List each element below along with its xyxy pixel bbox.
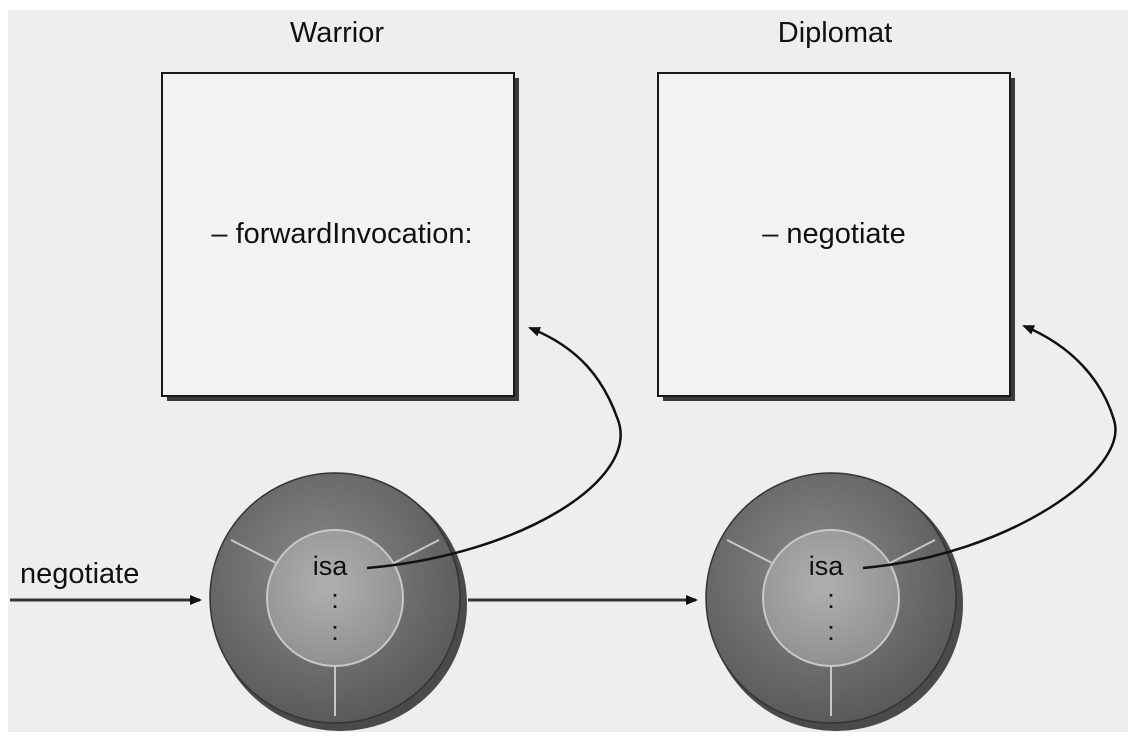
diplomat-class-box (657, 72, 1011, 397)
warrior-object-ellipsis-top: : (331, 584, 339, 614)
diplomat-object-inner-core (762, 529, 900, 667)
warrior-isa-pointer-line (366, 326, 622, 570)
diplomat-isa-pointer-line (862, 324, 1117, 570)
incoming-message-label: negotiate (20, 558, 139, 590)
diplomat-object-divider-left (726, 539, 773, 564)
warrior-object-divider-right (393, 539, 440, 564)
warrior-class-title: Warrior (290, 17, 384, 49)
diplomat-object-divider-right (889, 539, 936, 564)
diplomat-object-ellipsis-bottom: : (827, 616, 835, 646)
diplomat-class: Diplomat – negotiate (657, 17, 1015, 401)
warrior-object-isa-label: isa (313, 551, 348, 581)
diplomat-object-ellipsis-top: : (827, 584, 835, 614)
warrior-class: Warrior – forwardInvocation: (161, 17, 519, 401)
diplomat-class-title: Diplomat (778, 17, 892, 49)
diplomat-object: isa : : (705, 472, 963, 731)
diplomat-method-label: – negotiate (762, 218, 906, 250)
incoming-message: negotiate (10, 558, 202, 605)
diplomat-object-isa-label: isa (809, 551, 844, 581)
warrior-object-ellipsis-bottom: : (331, 616, 339, 646)
warrior-method-label: – forwardInvocation: (211, 218, 472, 250)
warrior-class-box (161, 72, 515, 397)
warrior-object-divider-left (230, 539, 277, 564)
warrior-object-inner-core (266, 529, 404, 667)
warrior-object: isa : : (209, 472, 467, 731)
